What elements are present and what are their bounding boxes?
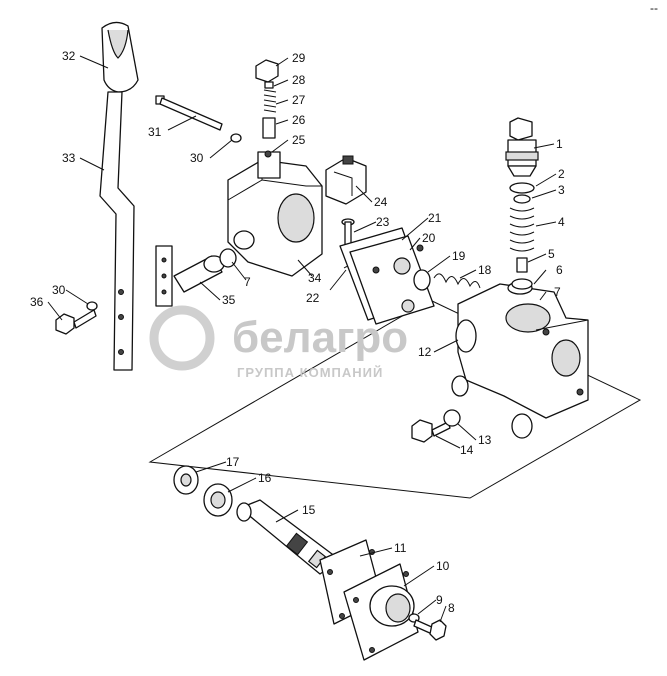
corner-mark: -- bbox=[650, 1, 658, 15]
callout-7-left: 7 bbox=[244, 275, 251, 289]
gasket-plate-20-21-part bbox=[339, 227, 435, 325]
callout-23: 23 bbox=[376, 215, 390, 229]
callout-27: 27 bbox=[292, 93, 306, 107]
callout-8: 8 bbox=[448, 601, 455, 615]
washer-17-part bbox=[173, 465, 199, 495]
pin-31-part bbox=[155, 95, 242, 143]
callout-35: 35 bbox=[222, 293, 236, 307]
valve-body-12-part bbox=[451, 281, 589, 439]
callout-13: 13 bbox=[478, 433, 492, 447]
callout-29: 29 bbox=[292, 51, 306, 65]
callout-labels: 32 33 31 30 29 28 27 26 25 24 23 21 20 1… bbox=[30, 49, 565, 615]
ring-2-part bbox=[509, 182, 535, 194]
plunger-5-part bbox=[516, 257, 528, 273]
cover-10-part bbox=[343, 563, 419, 661]
callout-22: 22 bbox=[306, 291, 320, 305]
callout-11: 11 bbox=[394, 541, 407, 555]
callout-21: 21 bbox=[428, 211, 442, 225]
ring-3-part bbox=[513, 194, 531, 204]
callout-30-left: 30 bbox=[52, 283, 66, 297]
ring-19-part bbox=[413, 269, 431, 291]
washer-30-top-part bbox=[230, 133, 242, 143]
connector-24-part bbox=[325, 155, 367, 205]
callout-10: 10 bbox=[436, 559, 450, 573]
assembly-outline bbox=[148, 299, 642, 499]
callout-19: 19 bbox=[452, 249, 466, 263]
callout-18: 18 bbox=[478, 263, 492, 277]
watermark: белагро ГРУППА КОМПАНИЙ bbox=[149, 305, 408, 380]
callout-15: 15 bbox=[302, 503, 316, 517]
callout-3: 3 bbox=[558, 183, 565, 197]
bolt-8-part bbox=[408, 613, 447, 641]
bolt-14-part bbox=[411, 409, 461, 443]
bolt-36-part bbox=[55, 301, 98, 335]
callout-20: 20 bbox=[422, 231, 436, 245]
callout-24: 24 bbox=[374, 195, 388, 209]
callout-25: 25 bbox=[292, 133, 306, 147]
detent-29-26-part bbox=[255, 59, 279, 139]
callout-26: 26 bbox=[292, 113, 306, 127]
spring-18-part bbox=[413, 269, 481, 291]
callout-2: 2 bbox=[558, 167, 565, 181]
ball-25-part bbox=[264, 150, 272, 158]
watermark-logo-icon bbox=[149, 305, 215, 371]
spring-4-part bbox=[509, 207, 535, 252]
callout-6: 6 bbox=[556, 263, 563, 277]
callout-14: 14 bbox=[460, 443, 474, 457]
ring-6-part bbox=[511, 278, 533, 290]
callout-36: 36 bbox=[30, 295, 44, 309]
callout-31: 31 bbox=[148, 125, 162, 139]
callout-28: 28 bbox=[292, 73, 306, 87]
callout-33: 33 bbox=[62, 151, 76, 165]
callout-4: 4 bbox=[558, 215, 565, 229]
callout-1: 1 bbox=[556, 137, 563, 151]
callout-9: 9 bbox=[436, 593, 443, 607]
callout-5: 5 bbox=[548, 247, 555, 261]
callout-30-top: 30 bbox=[190, 151, 204, 165]
callout-7-right: 7 bbox=[554, 285, 561, 299]
leader-lines bbox=[47, 55, 557, 623]
shaft-35-part bbox=[155, 245, 237, 307]
callout-16: 16 bbox=[258, 471, 272, 485]
callout-17: 17 bbox=[226, 455, 240, 469]
watermark-tagline: ГРУППА КОМПАНИЙ bbox=[237, 365, 383, 380]
seal-16-part bbox=[203, 483, 233, 517]
cartridge-1-part bbox=[505, 117, 539, 177]
control-lever-part bbox=[99, 21, 139, 371]
callout-32: 32 bbox=[62, 49, 76, 63]
housing-34-part bbox=[227, 150, 323, 277]
callout-34: 34 bbox=[308, 271, 322, 285]
callout-12: 12 bbox=[418, 345, 432, 359]
